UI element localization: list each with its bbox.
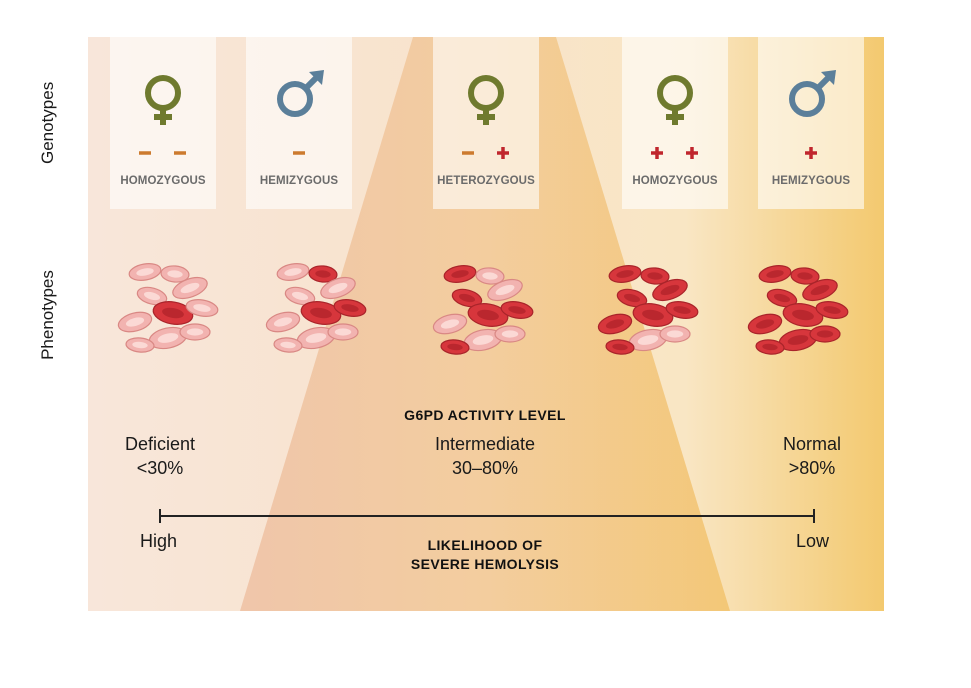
deficient-red-cell (136, 286, 168, 306)
deficient-red-cell (185, 299, 219, 317)
plus-sign-icon (805, 147, 817, 159)
allele-signs (462, 147, 509, 159)
male-symbol-icon (789, 70, 836, 117)
normal-red-cell (665, 301, 699, 319)
normal-red-cell (451, 288, 483, 308)
hemolysis-title-line1: LIKELIHOOD OF (427, 537, 543, 553)
genotype-label: HOMOZYGOUS (632, 175, 718, 187)
level-range: >80% (788, 458, 836, 478)
card-symbols (651, 75, 698, 159)
genotype-card-male-hemizygous-deficient: HEMIZYGOUS (246, 37, 352, 209)
deficient-red-cell (432, 313, 468, 335)
normal-red-cell (632, 303, 674, 327)
level-deficient: Deficient <30% (100, 432, 220, 480)
normal-red-cell (608, 265, 642, 283)
normal-red-cell (597, 313, 633, 335)
normal-red-cell (300, 301, 342, 325)
genotype-card-female-heterozygous: HETEROZYGOUS (433, 37, 539, 209)
genotype-label: HEMIZYGOUS (259, 175, 339, 187)
deficient-red-cell (273, 337, 303, 353)
hemolysis-title: LIKELIHOOD OF SEVERE HEMOLYSIS (340, 536, 630, 574)
normal-red-cell (747, 313, 783, 335)
female-symbol-icon (145, 75, 181, 125)
normal-red-cell (467, 303, 509, 327)
genotype-label: HETEROZYGOUS (437, 175, 535, 187)
female-symbol-icon (468, 75, 504, 125)
allele-signs (651, 147, 698, 159)
card-symbols (277, 70, 324, 155)
level-range: <30% (136, 458, 184, 478)
normal-red-cell (152, 301, 194, 325)
normal-red-cell (440, 339, 470, 355)
allele-signs (805, 147, 817, 159)
level-normal: Normal >80% (752, 432, 872, 480)
normal-red-cell (766, 288, 798, 308)
plus-sign-icon (686, 147, 698, 159)
scale-high-label: High (140, 531, 178, 551)
level-name: Deficient (124, 434, 196, 454)
deficient-red-cell (284, 286, 316, 306)
genotype-card-female-homozygous-deficient: HOMOZYGOUS (110, 37, 216, 209)
deficient-red-cell (327, 323, 359, 341)
normal-red-cell (755, 339, 785, 355)
deficient-red-cell (487, 278, 523, 302)
level-name: Normal (782, 434, 841, 454)
deficient-red-cell (320, 276, 356, 300)
deficient-red-cell (475, 267, 505, 285)
deficient-red-cell (172, 276, 208, 300)
normal-red-cell (640, 267, 670, 285)
hemolysis-title-line2: SEVERE HEMOLYSIS (410, 556, 560, 572)
deficient-red-cell (494, 325, 526, 343)
plus-sign-icon (651, 147, 663, 159)
genotype-card-male-hemizygous-normal: HEMIZYGOUS (758, 37, 864, 209)
card-symbols (139, 75, 186, 155)
deficient-red-cell (463, 328, 503, 352)
normal-red-cell (443, 265, 477, 283)
activity-level-title: G6PD ACTIVITY LEVEL (404, 407, 566, 423)
genotype-label: HOMOZYGOUS (120, 175, 206, 187)
card-symbols (789, 70, 836, 159)
normal-red-cell (809, 325, 841, 343)
level-name: Intermediate (434, 434, 536, 454)
deficient-red-cell (276, 263, 310, 281)
female-symbol-icon (657, 75, 693, 125)
deficient-red-cell (117, 311, 153, 333)
deficient-red-cell (659, 325, 691, 343)
deficient-red-cell (265, 311, 301, 333)
normal-red-cell (333, 299, 367, 317)
normal-red-cell (815, 301, 849, 319)
deficient-red-cell (128, 263, 162, 281)
normal-red-cell (790, 267, 820, 285)
normal-red-cell (308, 265, 338, 283)
level-range: 30–80% (451, 458, 519, 478)
deficient-red-cell (160, 265, 190, 283)
normal-red-cell (616, 288, 648, 308)
plus-sign-icon (497, 147, 509, 159)
deficient-red-cell (125, 337, 155, 353)
normal-red-cell (652, 278, 688, 302)
normal-red-cell (778, 328, 818, 352)
scale-low-label: Low (796, 531, 830, 551)
genotype-card-female-homozygous-normal: HOMOZYGOUS (622, 37, 728, 209)
level-intermediate: Intermediate 30–80% (405, 432, 565, 480)
normal-red-cell (758, 265, 792, 283)
normal-red-cell (782, 303, 824, 327)
normal-red-cell (605, 339, 635, 355)
normal-red-cell (500, 301, 534, 319)
male-symbol-icon (277, 70, 324, 117)
card-symbols (462, 75, 509, 159)
deficient-red-cell (179, 323, 211, 341)
genotype-label: HEMIZYGOUS (771, 175, 851, 187)
normal-red-cell (802, 278, 838, 302)
